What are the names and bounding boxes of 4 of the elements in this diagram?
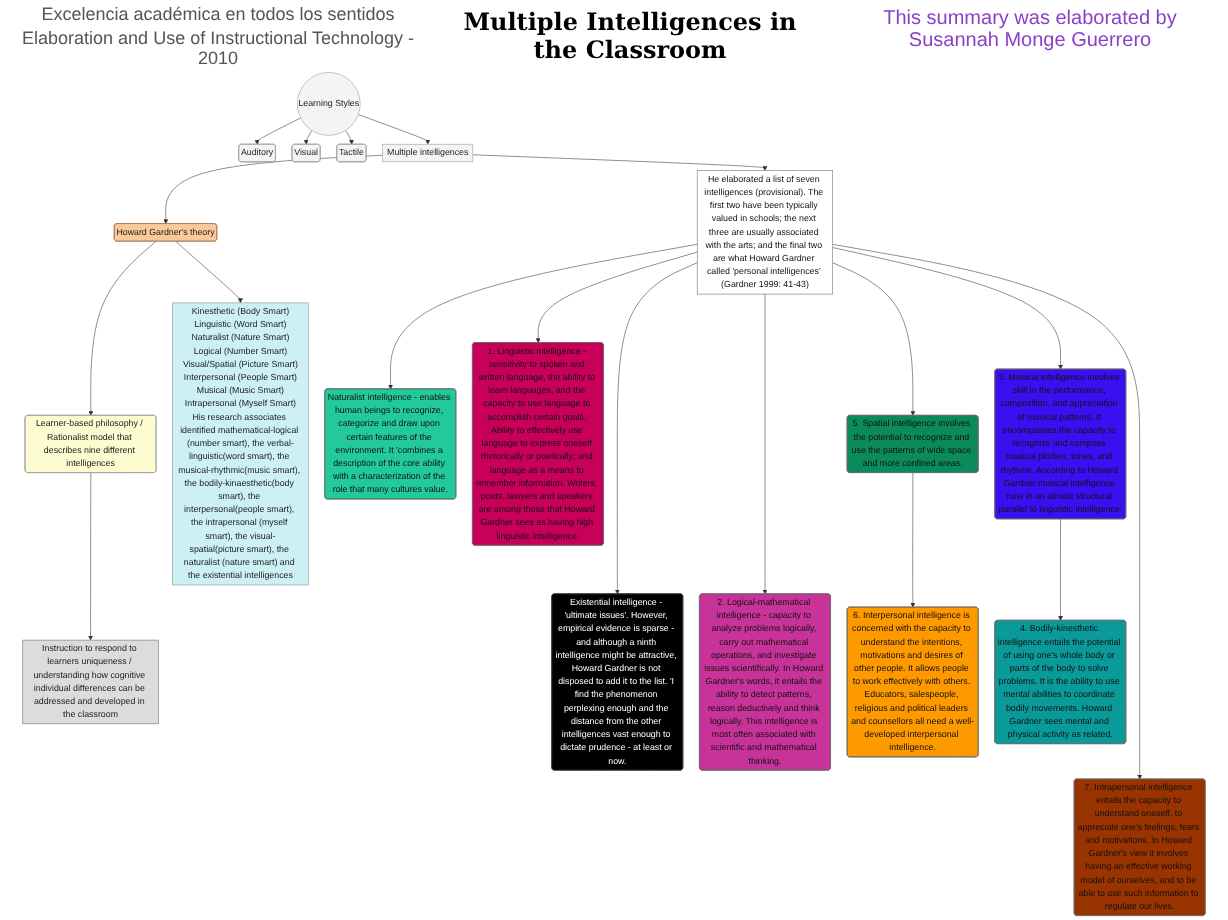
- diagram-title: Multiple Intelligences in the Classroom: [461, 8, 799, 64]
- course-text: Elaboration and Use of Instructional Technology - 2010: [20, 28, 416, 68]
- author-note: This summary was elaborated by Susannah Monge Guerrero: [881, 8, 1179, 52]
- tagline-text: Excelencia académica en todos los sentidos: [39, 4, 397, 24]
